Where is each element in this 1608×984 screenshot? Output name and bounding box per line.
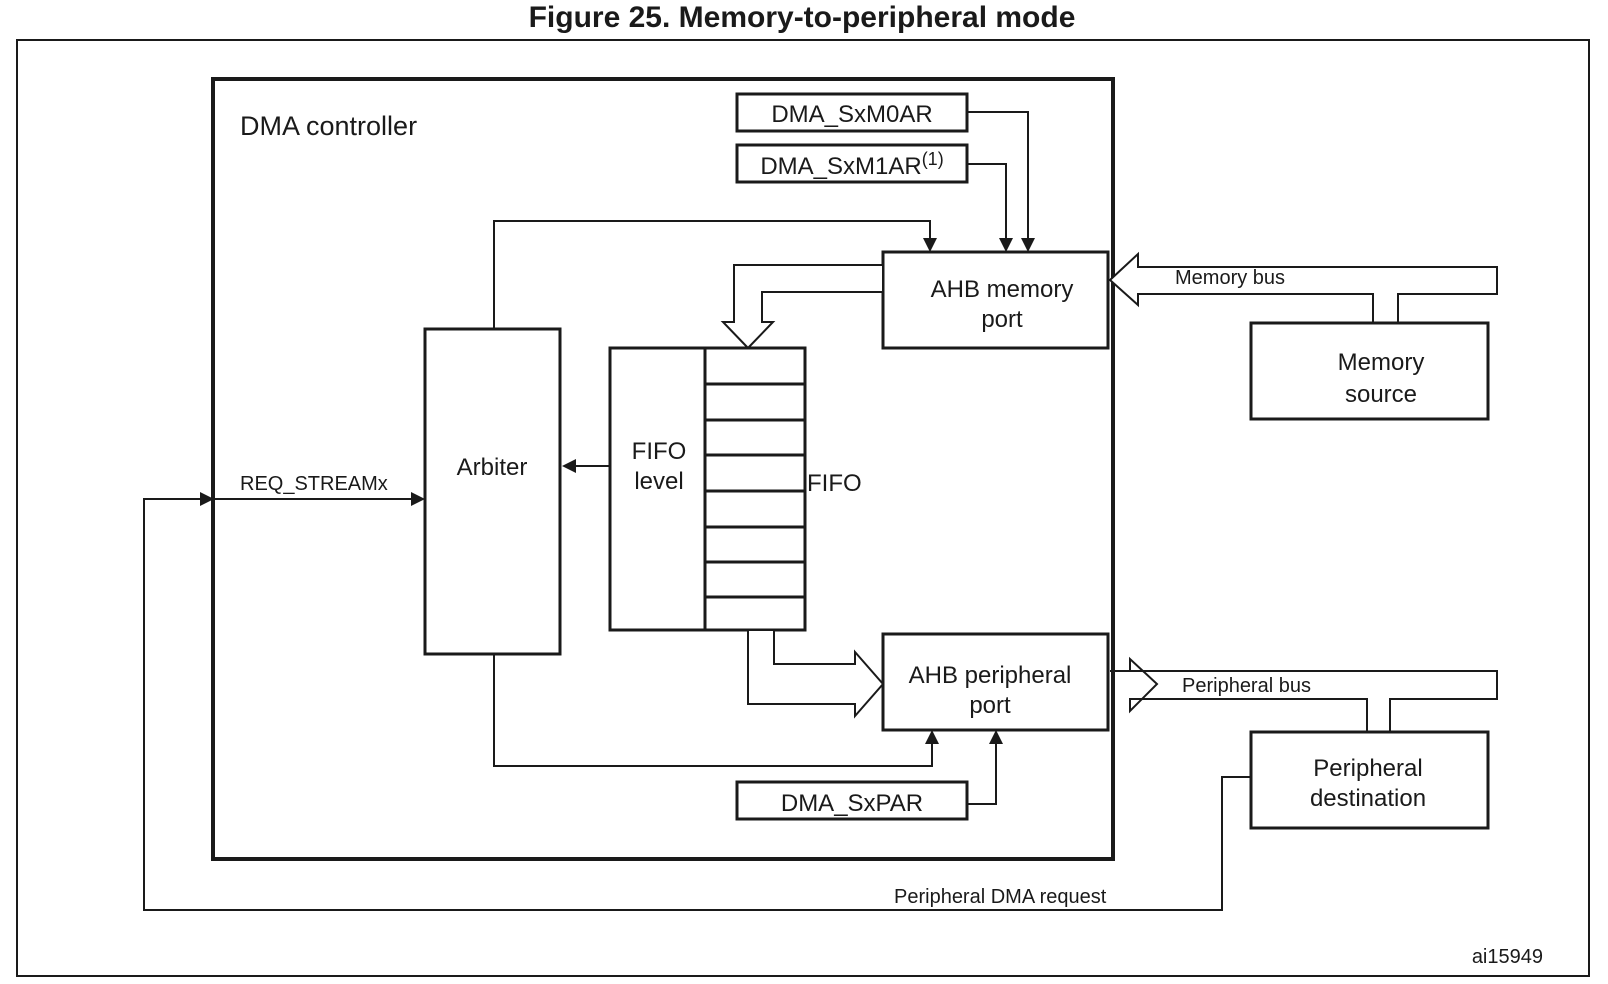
peripheral-destination: Peripheral destination	[1249, 730, 1490, 830]
fifo-level-line1: FIFO	[632, 438, 687, 465]
register-par: DMA_SxPAR	[735, 780, 969, 821]
ahb-peripheral-port-line2: port	[969, 692, 1011, 719]
req-stream-label: REQ_STREAMx	[240, 473, 388, 495]
figure-frame	[16, 39, 1590, 977]
fifo-level-line2: level	[634, 468, 683, 495]
peripheral-destination-line2: destination	[1310, 785, 1426, 812]
ahb-memory-port-line2: port	[981, 306, 1023, 333]
peripheral-bus-arrow	[1110, 656, 1498, 714]
fifo-cells	[705, 382, 805, 599]
memory-port-to-fifo-arrow	[720, 264, 884, 350]
memory-source-line1: Memory	[1338, 349, 1425, 376]
arbiter-block: Arbiter	[423, 327, 562, 656]
peripheral-bus-tap-gap	[1368, 697, 1389, 701]
ahb-peripheral-port-line1: AHB peripheral	[909, 662, 1072, 689]
register-m1ar-label: DMA_SxM1AR(1)	[760, 149, 943, 180]
register-m1ar-footnote: (1)	[922, 149, 944, 169]
m0ar-connector	[967, 111, 1035, 252]
m1ar-connector	[967, 163, 1013, 252]
register-m1ar: DMA_SxM1AR(1)	[735, 143, 969, 184]
memory-bus-label: Memory bus	[1175, 267, 1285, 289]
dma-controller-label: DMA controller	[240, 111, 417, 141]
peripheral-dma-request-label: Peripheral DMA request	[894, 886, 1107, 908]
peripheral-destination-line1: Peripheral	[1313, 755, 1422, 782]
par-connector	[967, 730, 1003, 805]
memory-bus-arrow	[1108, 251, 1498, 308]
register-m0ar: DMA_SxM0AR	[735, 92, 969, 133]
register-par-label: DMA_SxPAR	[781, 790, 923, 817]
memory-source-line2: source	[1345, 381, 1417, 408]
figure-id: ai15949	[1472, 946, 1543, 968]
fifo-level-to-arbiter-connector	[562, 459, 610, 473]
figure-title: Figure 25. Memory-to-peripheral mode	[529, 1, 1076, 34]
peripheral-dma-request-connector	[143, 492, 1251, 911]
fifo-to-peripheral-port-arrow	[747, 629, 885, 719]
memory-bus-tap-gap	[1374, 292, 1397, 296]
arbiter-label: Arbiter	[457, 454, 528, 481]
arbiter-to-memory-port-connector	[493, 220, 937, 329]
register-m0ar-label: DMA_SxM0AR	[771, 101, 932, 128]
peripheral-bus-label: Peripheral bus	[1182, 675, 1311, 697]
ahb-memory-port: AHB memory port	[881, 250, 1110, 350]
fifo-block: FIFO level FIFO	[608, 346, 862, 632]
memory-source: Memory source	[1249, 321, 1490, 421]
fifo-label: FIFO	[807, 470, 862, 497]
dma-controller-box	[211, 77, 1115, 861]
arbiter-to-peripheral-port-connector	[493, 654, 939, 767]
ahb-peripheral-port: AHB peripheral port	[881, 632, 1110, 732]
ahb-memory-port-line1: AHB memory	[931, 276, 1074, 303]
req-stream-connector	[213, 492, 425, 506]
